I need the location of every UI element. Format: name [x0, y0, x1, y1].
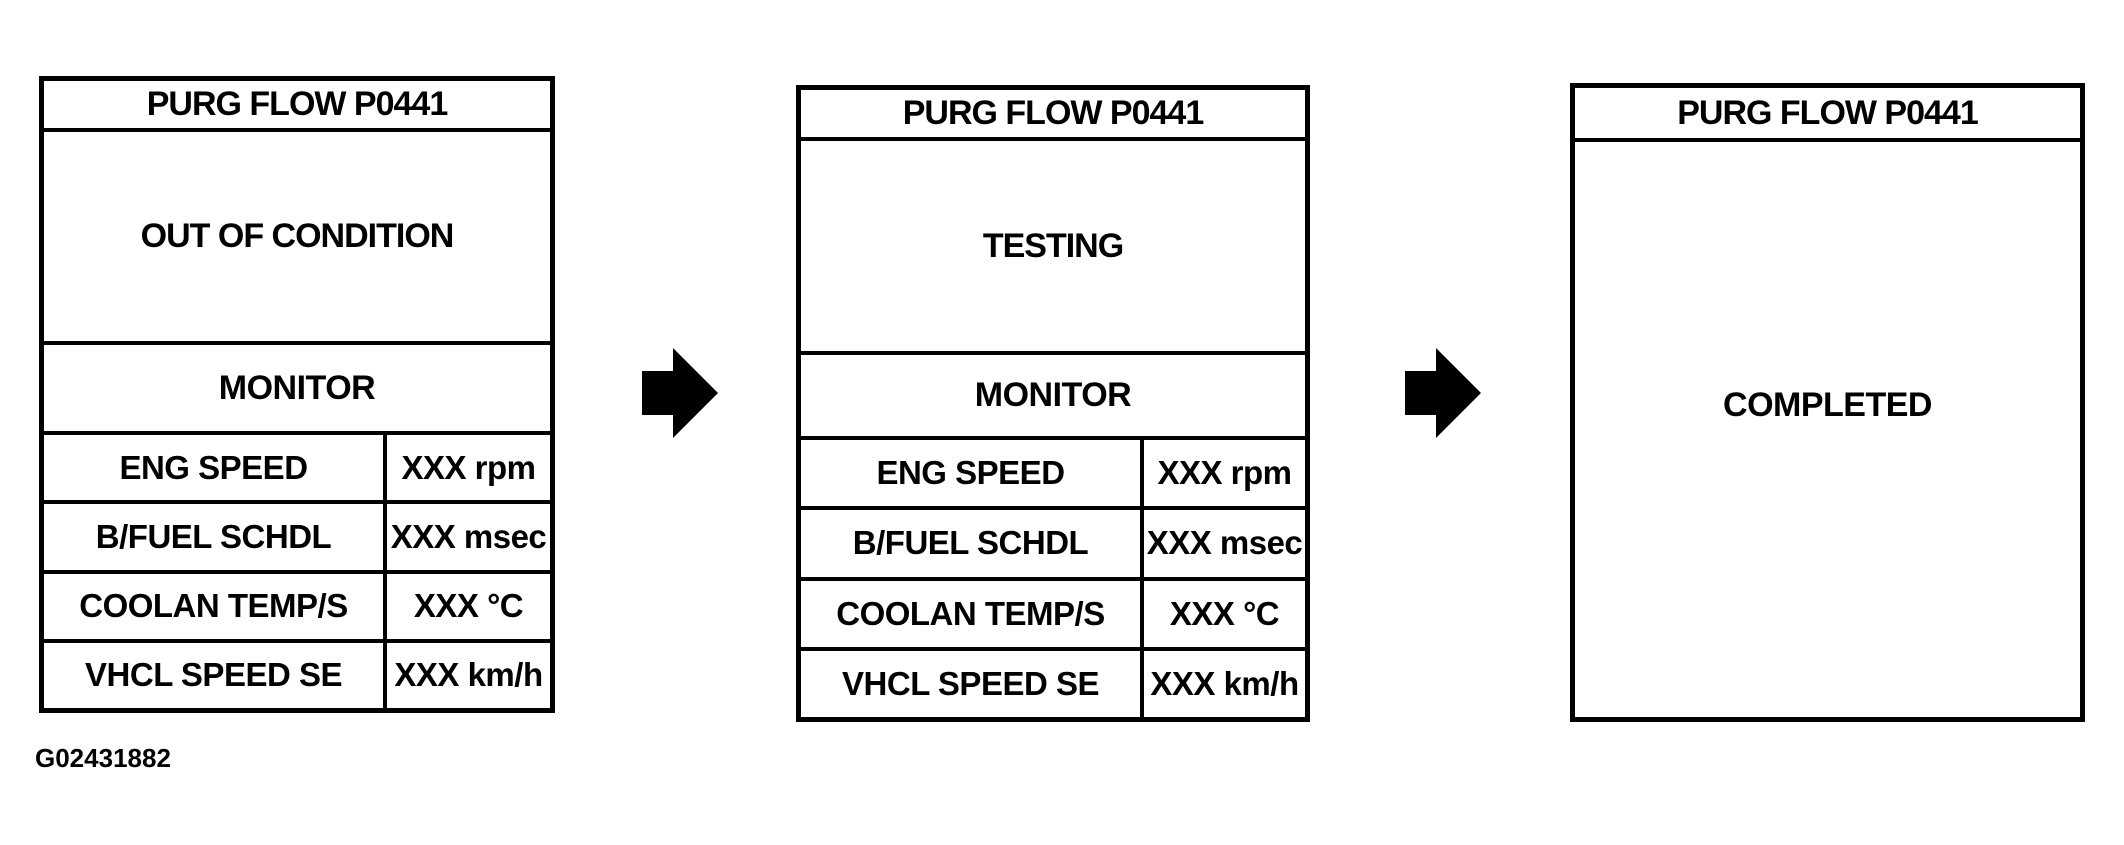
- monitor-label: MONITOR: [44, 345, 550, 435]
- row-label: COOLAN TEMP/S: [801, 580, 1144, 647]
- scan-tool-screen-completed: PURG FLOW P0441 COMPLETED: [1570, 83, 2085, 722]
- table-row: B/FUEL SCHDL XXX msec: [44, 504, 550, 574]
- row-label: B/FUEL SCHDL: [801, 510, 1144, 577]
- row-value: XXX °C: [1169, 594, 1280, 632]
- figure-id-caption: G02431882: [35, 743, 171, 773]
- row-label: ENG SPEED: [801, 440, 1144, 507]
- monitor-data-table: ENG SPEED XXX rpm B/FUEL SCHDL XXX msec …: [801, 440, 1305, 717]
- monitor-data-table: ENG SPEED XXX rpm B/FUEL SCHDL XXX msec …: [44, 435, 550, 708]
- arrow-right-icon: [642, 348, 718, 438]
- row-label: VHCL SPEED SE: [44, 642, 387, 708]
- scan-tool-screen-out-of-condition: PURG FLOW P0441 OUT OF CONDITION MONITOR…: [39, 76, 555, 713]
- row-label: B/FUEL SCHDL: [44, 504, 387, 570]
- table-row: ENG SPEED XXX rpm: [801, 440, 1305, 511]
- row-label: ENG SPEED: [44, 435, 387, 501]
- status-text: OUT OF CONDITION: [44, 132, 550, 345]
- row-value: XXX msec: [390, 517, 547, 555]
- status-text: COMPLETED: [1723, 386, 1932, 424]
- table-row: ENG SPEED XXX rpm: [44, 435, 550, 505]
- panel-title: PURG FLOW P0441: [44, 81, 550, 132]
- monitor-label: MONITOR: [801, 355, 1305, 440]
- panel-title: PURG FLOW P0441: [1575, 88, 2080, 142]
- status-text: TESTING: [801, 141, 1305, 355]
- scan-tool-screen-testing: PURG FLOW P0441 TESTING MONITOR ENG SPEE…: [796, 85, 1310, 722]
- row-value: XXX rpm: [1157, 454, 1292, 492]
- table-row: VHCL SPEED SE XXX km/h: [44, 642, 550, 708]
- table-row: COOLAN TEMP/S XXX °C: [44, 573, 550, 643]
- row-value: XXX °C: [413, 587, 524, 625]
- table-row: VHCL SPEED SE XXX km/h: [801, 650, 1305, 717]
- arrow-right-icon: [1405, 348, 1481, 438]
- row-value: XXX rpm: [401, 448, 536, 486]
- table-row: COOLAN TEMP/S XXX °C: [801, 580, 1305, 651]
- row-value: XXX km/h: [1150, 664, 1299, 702]
- row-value: XXX msec: [1146, 524, 1303, 562]
- panel-title: PURG FLOW P0441: [801, 90, 1305, 141]
- row-label: VHCL SPEED SE: [801, 650, 1144, 717]
- row-value: XXX km/h: [394, 656, 543, 694]
- table-row: B/FUEL SCHDL XXX msec: [801, 510, 1305, 581]
- row-label: COOLAN TEMP/S: [44, 573, 387, 639]
